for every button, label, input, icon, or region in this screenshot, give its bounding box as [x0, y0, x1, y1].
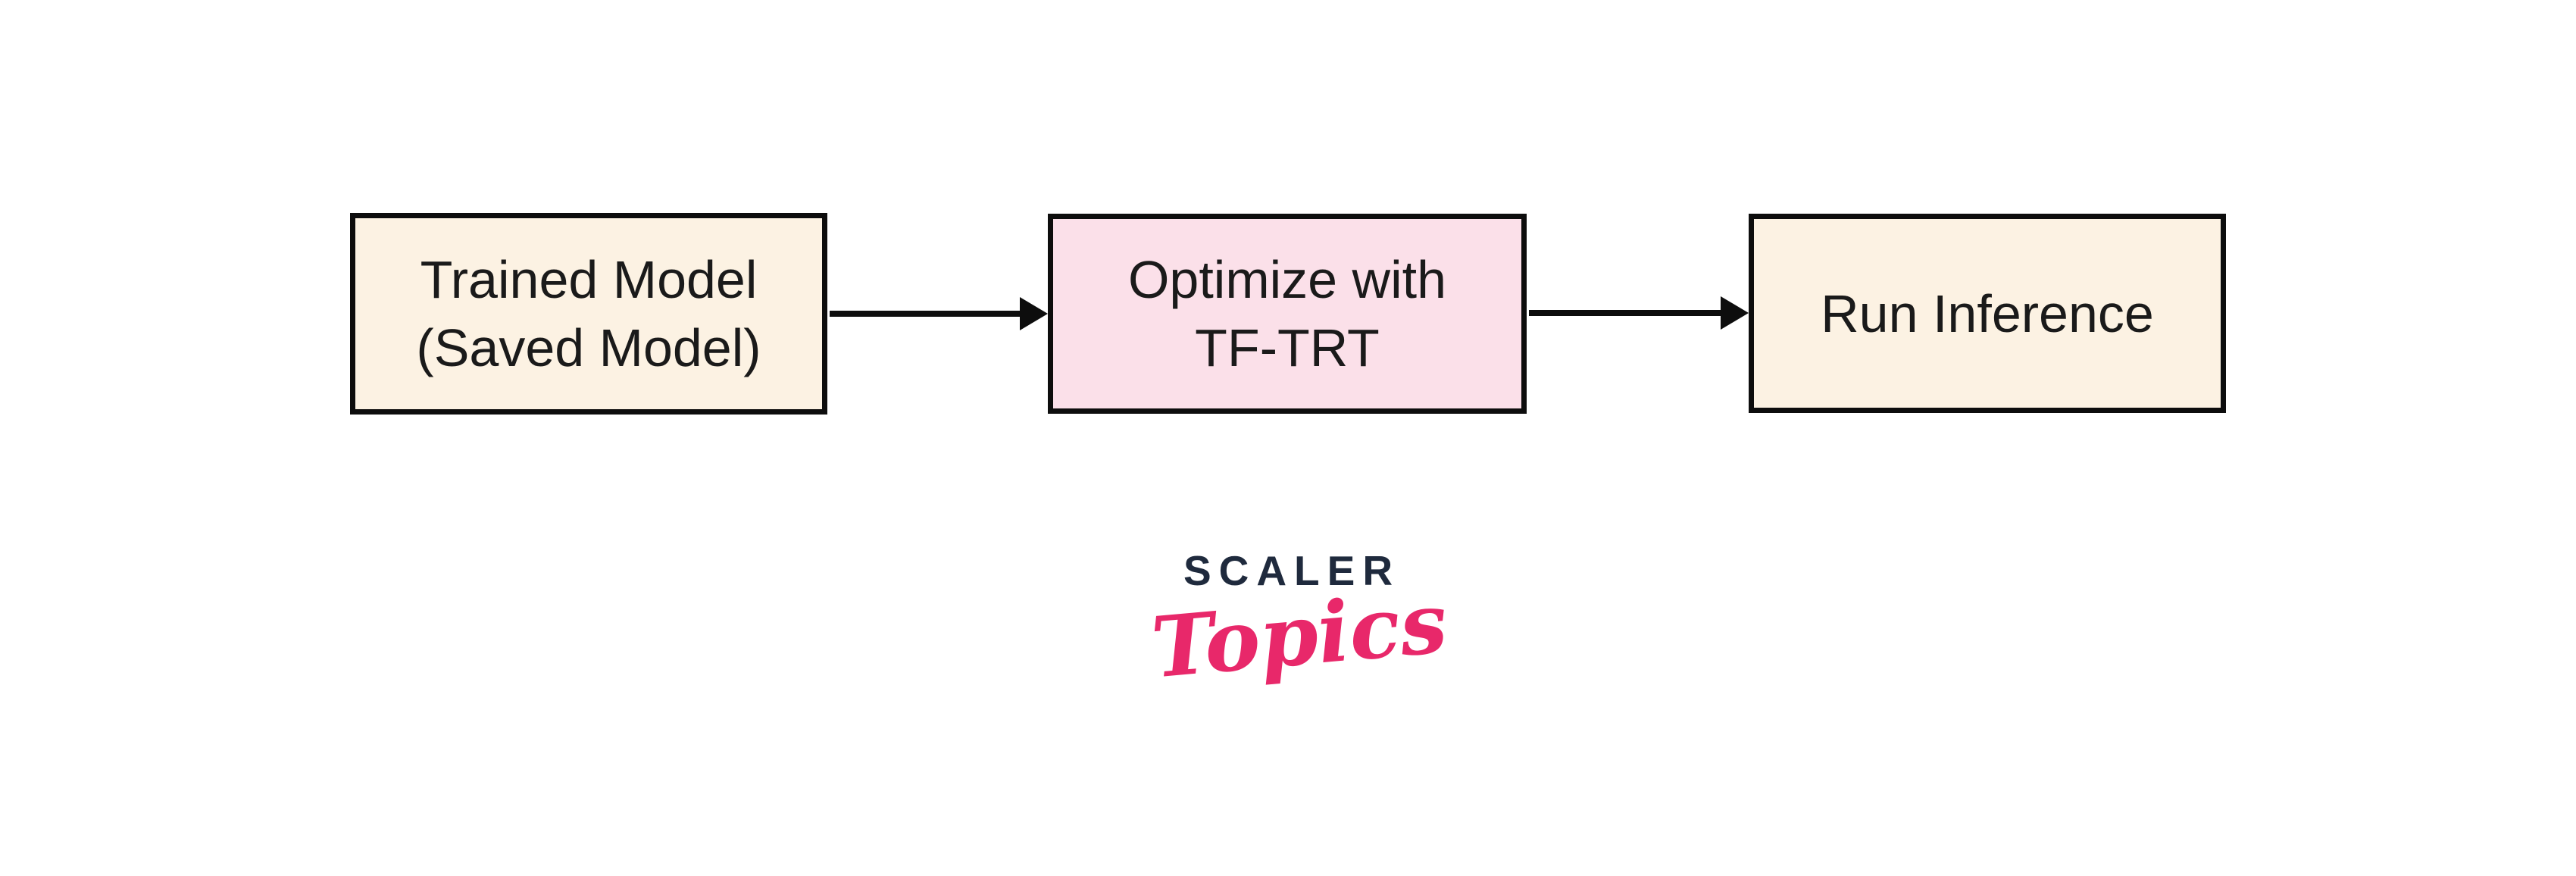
arrow-right-icon — [1020, 297, 1048, 330]
node-label-line: Run Inference — [1821, 283, 2154, 343]
flow-arrow-1 — [830, 297, 1048, 330]
topics-script-wordmark: Topics — [1148, 573, 1451, 697]
arrow-shaft — [830, 311, 1030, 317]
node-optimize-tftrt: Optimize with TF-TRT — [1048, 214, 1527, 414]
node-label-line: Optimize with — [1127, 250, 1447, 309]
arrow-shaft — [1529, 310, 1730, 316]
arrow-right-icon — [1721, 296, 1749, 330]
node-label-line: Trained Model — [420, 250, 758, 309]
node-trained-model: Trained Model (Saved Model) — [350, 213, 827, 415]
node-run-inference: Run Inference — [1749, 214, 2226, 413]
scaler-topics-logo: SCALER Topics — [1148, 547, 1451, 696]
node-label-line: (Saved Model) — [416, 318, 761, 377]
node-label-line: TF-TRT — [1195, 318, 1380, 377]
flow-arrow-2 — [1529, 296, 1749, 330]
scaler-wordmark: SCALER — [1183, 547, 1401, 594]
